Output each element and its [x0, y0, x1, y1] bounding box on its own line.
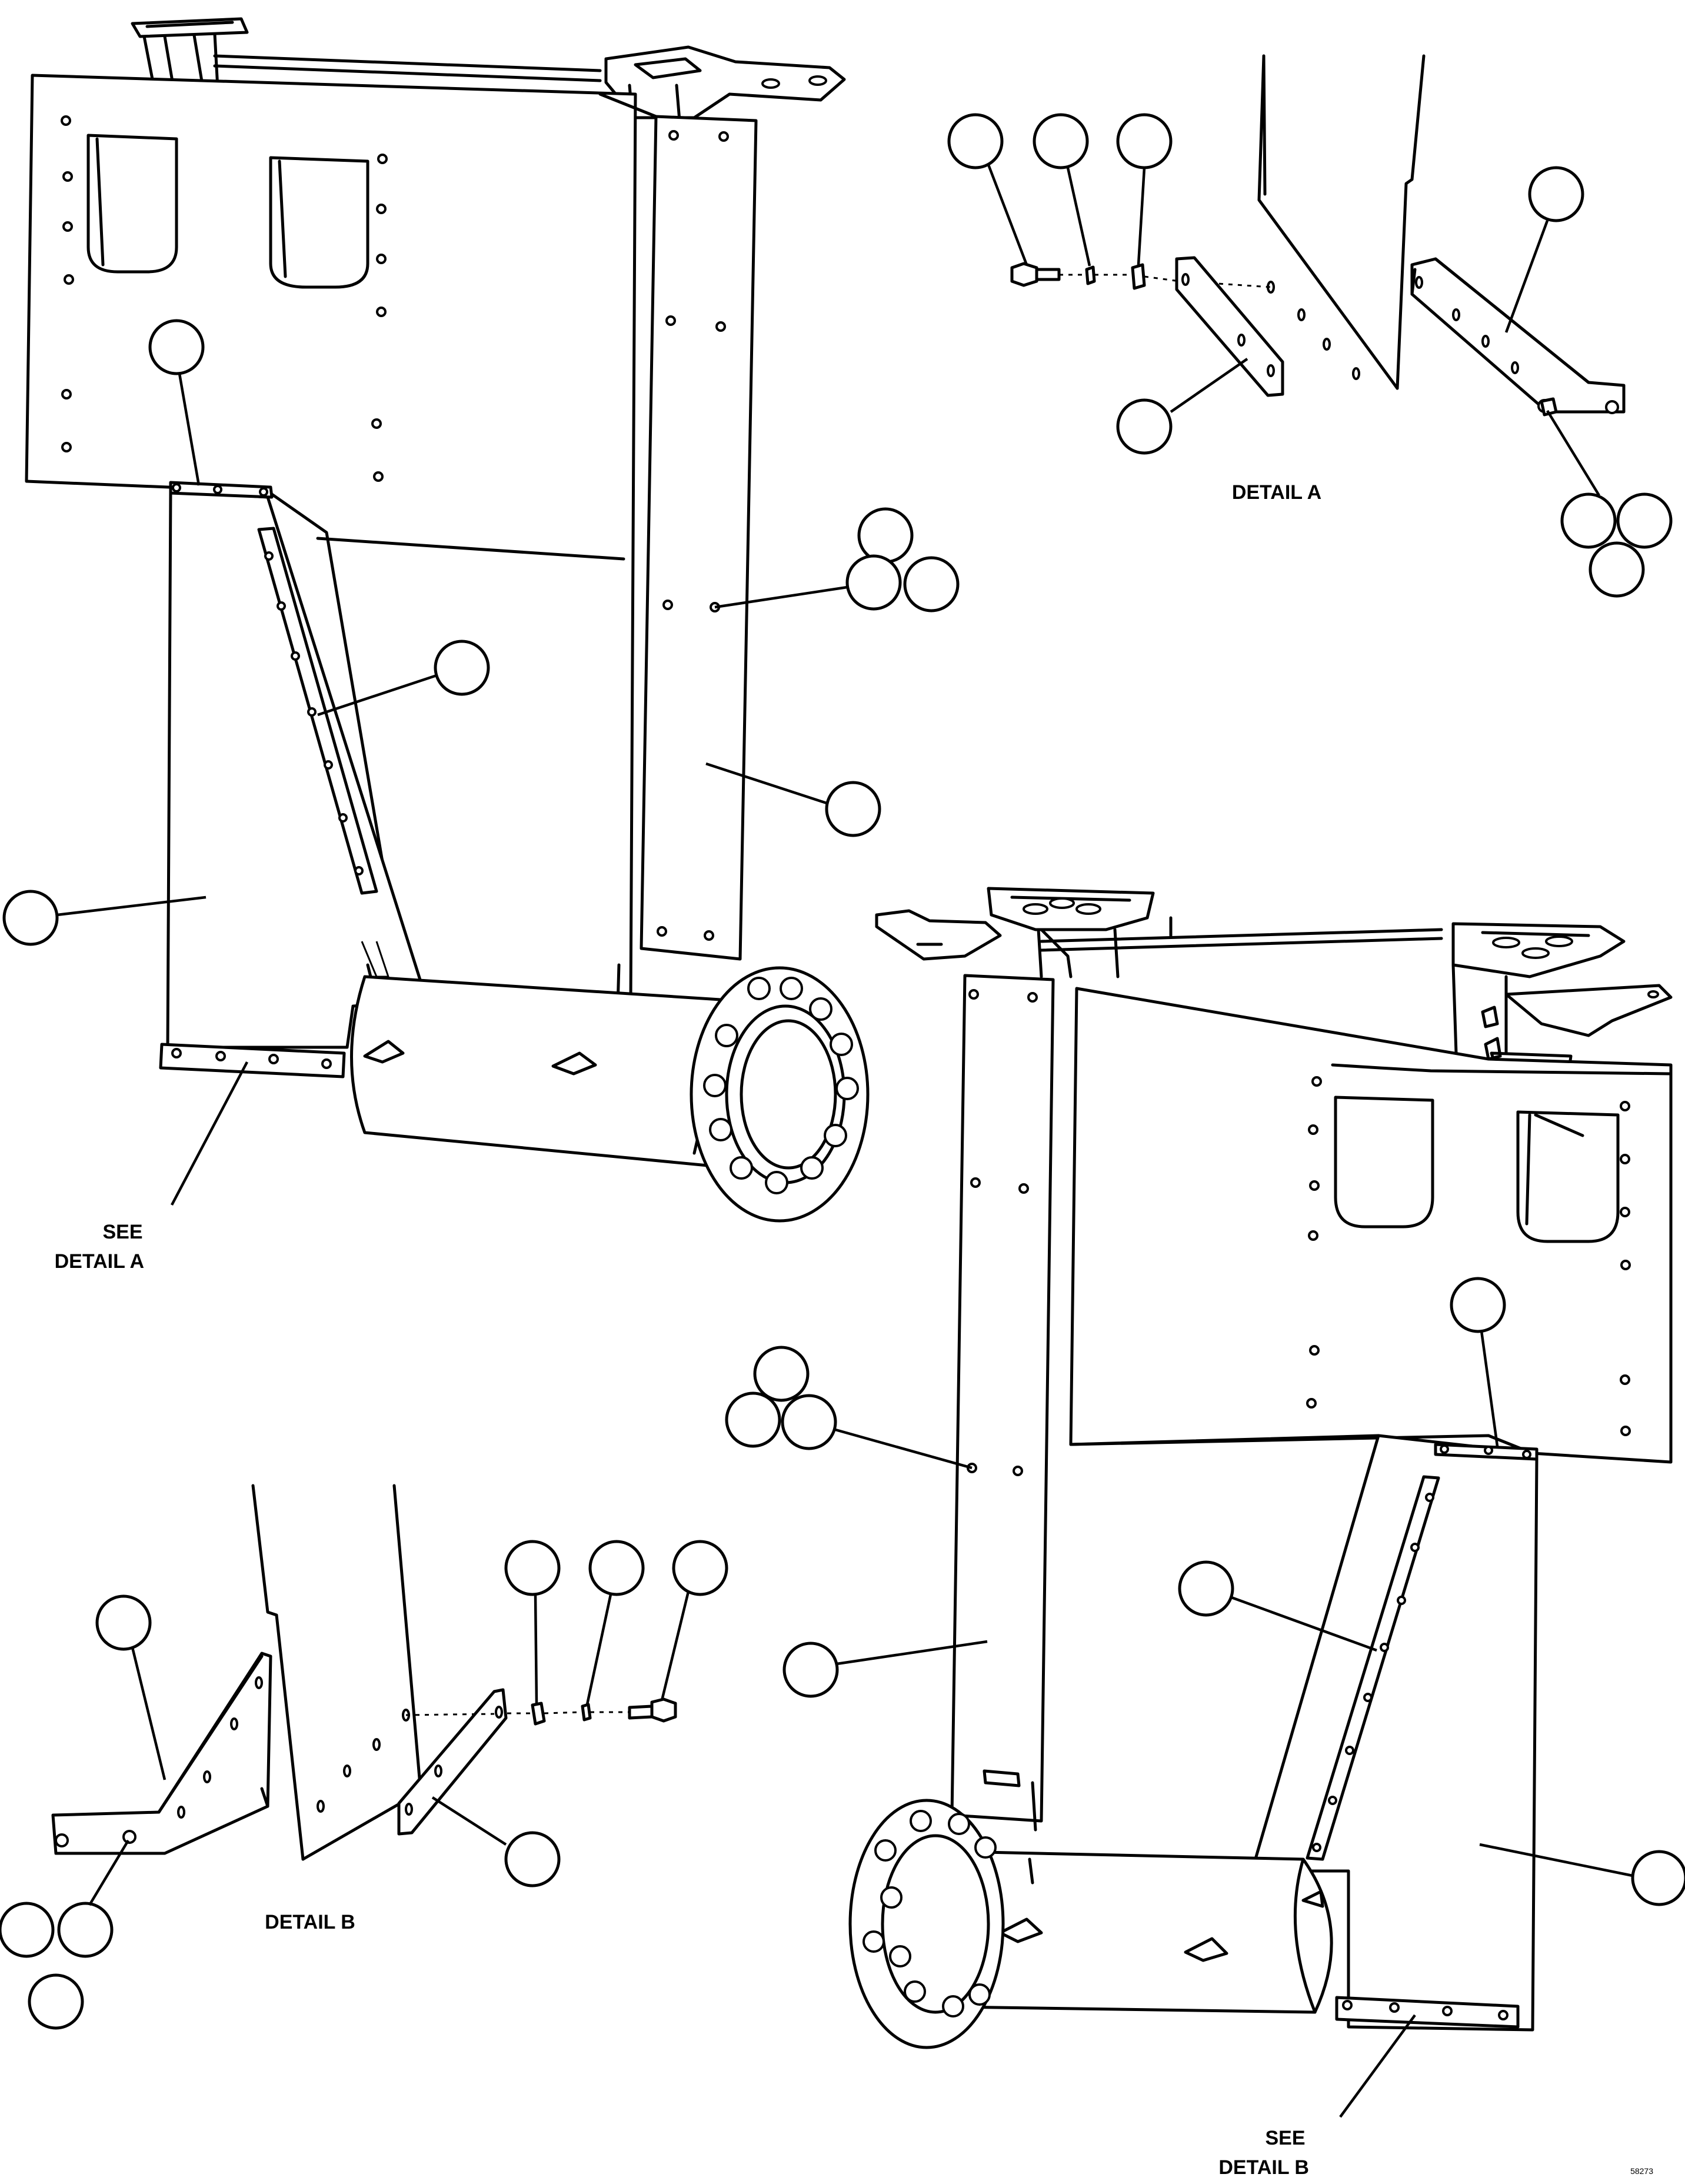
detail-a: DETAIL A: [947, 54, 1673, 598]
top-mount-bracket-a: [987, 887, 1155, 978]
detail-a-nut: [1131, 263, 1146, 290]
top-mount-bracket-b: [1451, 922, 1673, 1067]
balloons-detail-b: [0, 1540, 728, 2030]
balloons-detail-a: [947, 113, 1673, 598]
bottom-strip-upper: [159, 1043, 346, 1078]
see-detail-a-line2: DETAIL A: [55, 1250, 144, 1273]
detail-b-nut: [531, 1702, 546, 1726]
vertical-channel-upper: [640, 115, 758, 961]
detail-a-angle-bracket: [1410, 257, 1626, 417]
diagonal-strip-upper: [257, 527, 378, 895]
diagonal-strip-holes: [264, 551, 364, 875]
see-detail-b-line1: SEE: [1266, 2127, 1306, 2149]
bottom-strip-lower: [1335, 1996, 1520, 2029]
pipe-flange-lower: [848, 1799, 1005, 2049]
detail-b-label: DETAIL B: [265, 1911, 355, 1933]
detail-b-washer: [581, 1703, 592, 1722]
pipe-lower: [848, 1799, 1333, 2049]
see-detail-b-line2: DETAIL B: [1218, 2156, 1309, 2179]
detail-b-angle-bracket: [51, 1652, 272, 1855]
see-detail-a-label: SEE DETAIL A: [55, 1221, 148, 1273]
plate-holes-lower: [1306, 1076, 1631, 1436]
detail-b: DETAIL B: [0, 1484, 728, 2030]
assembly-upper-left: SEE DETAIL A: [2, 17, 960, 1273]
assembly-lower-right: SEE DETAIL B: [725, 887, 1685, 2179]
vertical-channel-lower: [950, 974, 1055, 1823]
see-detail-a-line1: SEE: [103, 1221, 143, 1243]
detail-a-flat-strip: [1175, 256, 1284, 397]
detail-a-washer: [1085, 265, 1096, 285]
pipe-upper: [350, 941, 870, 1223]
plate-holes: [61, 115, 388, 482]
detail-b-bolt: [628, 1697, 677, 1723]
drawing-number: 58273: [1630, 2166, 1653, 2176]
detail-a-bolt: [1010, 262, 1061, 287]
detail-b-flat-strip: [397, 1688, 508, 1836]
diagonal-strip-lower: [1306, 1475, 1440, 1861]
detail-a-label: DETAIL A: [1232, 481, 1321, 504]
balloons-lower-assembly: [725, 1277, 1685, 2118]
balloons-upper-assembly: [2, 319, 960, 1206]
see-detail-b-label: SEE DETAIL B: [1218, 2127, 1311, 2179]
